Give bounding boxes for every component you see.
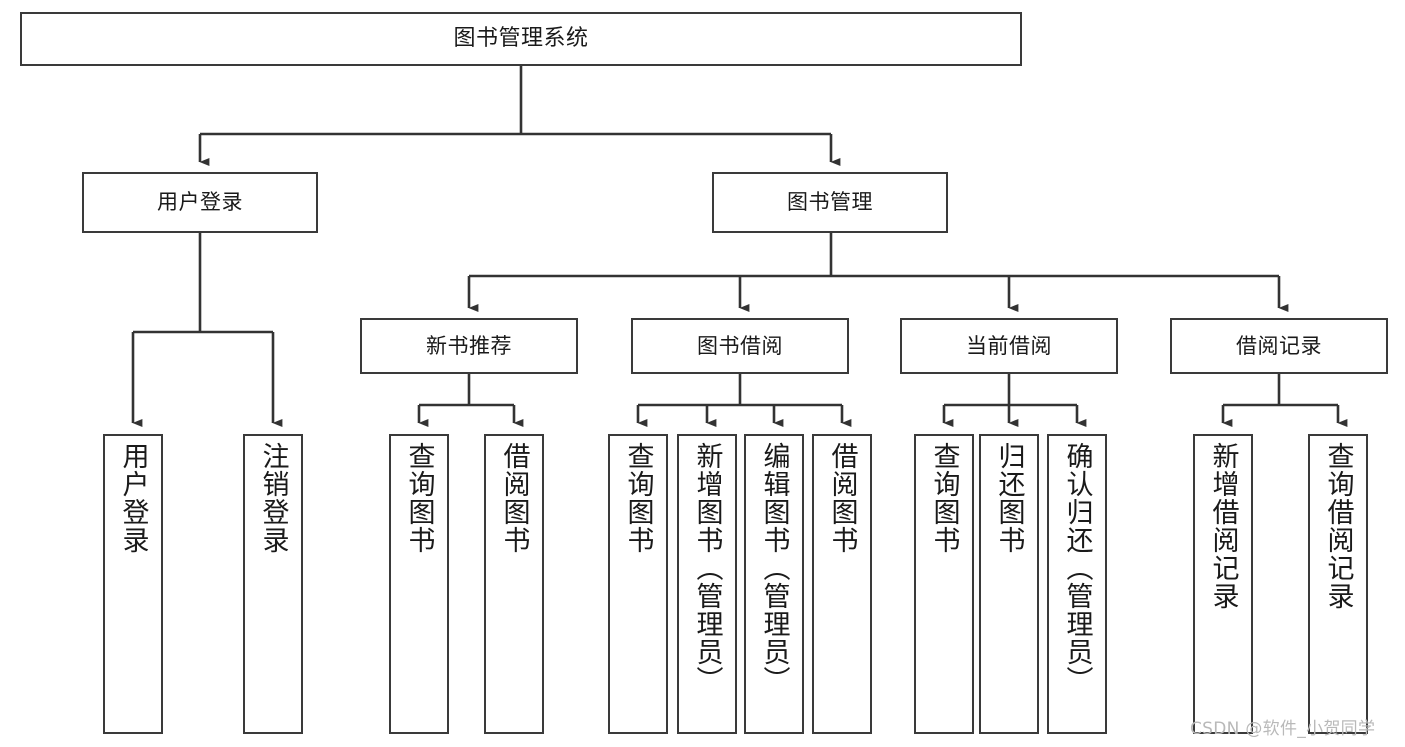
node-new-book-recommend[interactable]: 新书推荐 <box>360 318 578 374</box>
node-label: 用户登录 <box>117 442 149 554</box>
node-user-login[interactable]: 用户登录 <box>82 172 318 233</box>
leaf-user-login-logout[interactable]: 注销登录 <box>243 434 303 734</box>
node-label: 图书管理系统 <box>453 26 589 52</box>
node-label: 新增图书（管理员） <box>691 442 723 694</box>
leaf-current-borrow-query[interactable]: 查询图书 <box>914 434 974 734</box>
node-label: 借阅图书 <box>498 442 530 554</box>
leaf-book-borrow-edit[interactable]: 编辑图书（管理员） <box>744 434 804 734</box>
node-label: 查询图书 <box>928 442 960 554</box>
node-label: 借阅记录 <box>1236 333 1322 358</box>
leaf-new-book-query[interactable]: 查询图书 <box>389 434 449 734</box>
leaf-book-borrow-add[interactable]: 新增图书（管理员） <box>677 434 737 734</box>
node-label: 新增借阅记录 <box>1207 442 1239 610</box>
node-label: 归还图书 <box>993 442 1025 554</box>
leaf-book-borrow-borrow[interactable]: 借阅图书 <box>812 434 872 734</box>
leaf-current-borrow-return[interactable]: 归还图书 <box>979 434 1039 734</box>
leaf-user-login-login[interactable]: 用户登录 <box>103 434 163 734</box>
node-label: 注销登录 <box>257 442 289 554</box>
leaf-current-borrow-confirm-return[interactable]: 确认归还（管理员） <box>1047 434 1107 734</box>
node-label: 查询图书 <box>622 442 654 554</box>
node-label: 查询图书 <box>403 442 435 554</box>
node-book-borrow[interactable]: 图书借阅 <box>631 318 849 374</box>
node-label: 当前借阅 <box>966 333 1052 358</box>
leaf-book-borrow-query[interactable]: 查询图书 <box>608 434 668 734</box>
leaf-new-book-borrow[interactable]: 借阅图书 <box>484 434 544 734</box>
node-label: 用户登录 <box>157 190 243 215</box>
node-label: 编辑图书（管理员） <box>758 442 790 694</box>
node-root-system[interactable]: 图书管理系统 <box>20 12 1022 66</box>
node-book-management[interactable]: 图书管理 <box>712 172 948 233</box>
node-label: 确认归还（管理员） <box>1061 442 1093 694</box>
leaf-borrow-record-add[interactable]: 新增借阅记录 <box>1193 434 1253 734</box>
csdn-watermark: CSDN @软件_小贺同学 <box>1190 719 1376 739</box>
node-borrow-record[interactable]: 借阅记录 <box>1170 318 1388 374</box>
node-label: 查询借阅记录 <box>1322 442 1354 610</box>
node-label: 新书推荐 <box>426 333 512 358</box>
node-label: 图书管理 <box>787 190 873 215</box>
node-current-borrow[interactable]: 当前借阅 <box>900 318 1118 374</box>
node-label: 图书借阅 <box>697 333 783 358</box>
node-label: 借阅图书 <box>826 442 858 554</box>
leaf-borrow-record-query[interactable]: 查询借阅记录 <box>1308 434 1368 734</box>
